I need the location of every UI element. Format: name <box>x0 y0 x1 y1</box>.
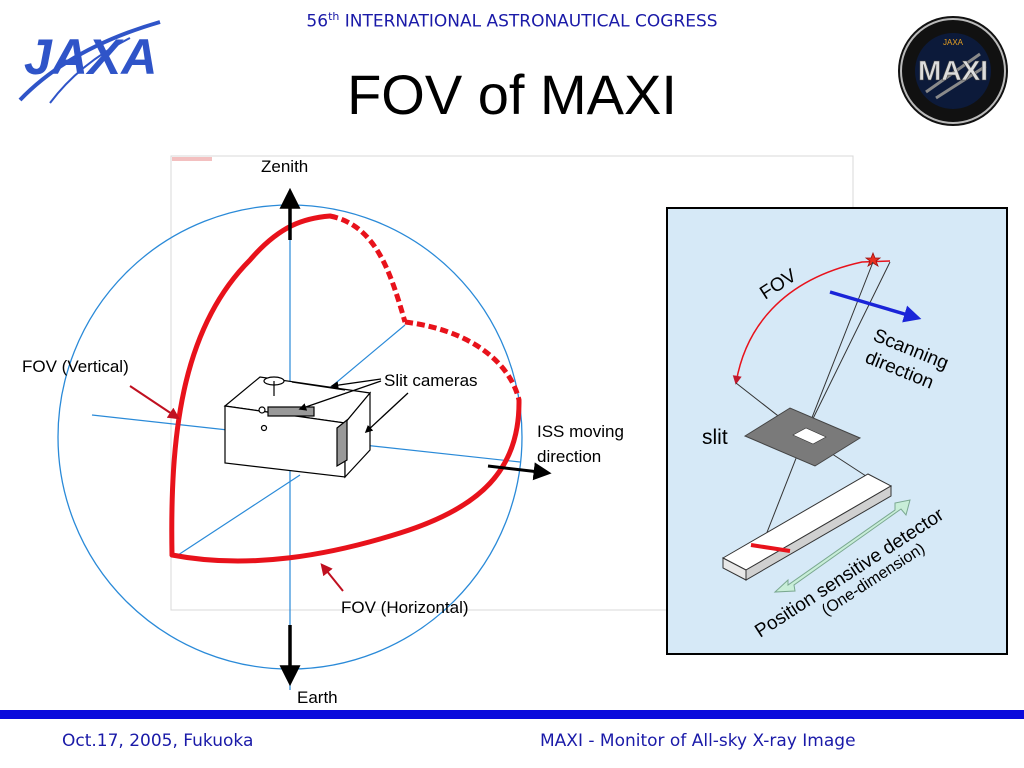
oblique-axis-upper <box>324 324 406 393</box>
slit-camera-pointer-1 <box>330 378 382 389</box>
scanning-direction-arrow <box>829 290 922 323</box>
fov-vertical-curve <box>169 213 333 558</box>
svg-text:JAXA: JAXA <box>24 29 157 85</box>
svg-text:JAXA: JAXA <box>943 38 964 47</box>
fov-dashed-upper <box>329 213 408 323</box>
inset-fov-arc <box>732 260 891 385</box>
oblique-axis-lower <box>174 474 301 558</box>
detector-hit-line <box>750 543 791 553</box>
fov-vertical-label: FOV (Vertical) <box>22 357 129 376</box>
slit-camera-pointer-3 <box>364 392 409 434</box>
page-title: FOV of MAXI <box>347 63 677 126</box>
fov-vertical-pointer <box>129 385 180 420</box>
fov-horizontal-curve <box>169 397 522 564</box>
iss-direction-label-2: direction <box>537 447 601 466</box>
earth-label: Earth <box>297 688 338 707</box>
slit-cameras-label: Slit cameras <box>384 371 478 390</box>
detector-axis-arrow <box>773 499 911 593</box>
zenith-label: Zenith <box>261 157 308 176</box>
iss-direction-arrow <box>487 462 552 481</box>
footer-bar <box>0 710 1024 719</box>
inset-slit-label: slit <box>702 426 728 449</box>
footer-mission-name: MAXI - Monitor of All-sky X-ray Image <box>540 731 856 751</box>
slit-camera-inset <box>666 207 1008 655</box>
jaxa-logo: JAXA <box>18 20 161 104</box>
iss-direction-label-1: ISS moving <box>537 422 624 441</box>
slit-camera-pointer-2 <box>298 380 382 411</box>
conference-title: 56th INTERNATIONAL ASTRONAUTICAL COGRESS <box>306 10 718 32</box>
fov-horizontal-pointer <box>320 563 344 592</box>
fov-dashed-right <box>404 319 522 401</box>
fov-horizontal-label: FOV (Horizontal) <box>341 598 469 617</box>
svg-text:MAXI: MAXI <box>918 55 988 86</box>
frame-tag <box>172 157 212 161</box>
horizontal-axis-right <box>344 442 521 463</box>
footer-date-location: Oct.17, 2005, Fukuoka <box>62 731 254 751</box>
maxi-mission-logo: JAXA MAXI <box>898 16 1008 126</box>
